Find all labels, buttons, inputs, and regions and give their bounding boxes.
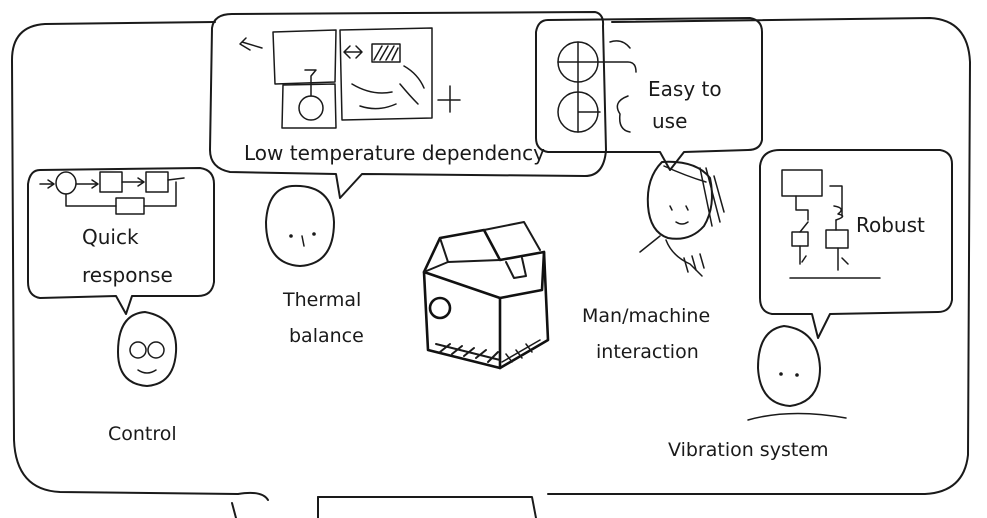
outer-frame xyxy=(11,17,971,518)
vibration-bubble xyxy=(759,149,953,339)
interaction-character xyxy=(639,160,725,277)
thermal-bubble-text: Low temperature dependency xyxy=(244,141,545,165)
control-bubble xyxy=(27,167,215,315)
vibration-character xyxy=(747,325,847,421)
control-label: Control xyxy=(108,423,177,445)
thermal-label-1: Thermal xyxy=(282,289,361,311)
interaction-label-2: interaction xyxy=(596,341,699,363)
control-bubble-text-1: Quick xyxy=(82,225,139,249)
control-character xyxy=(117,311,178,387)
vibration-bubble-text: Robust xyxy=(856,213,925,237)
thermal-character xyxy=(265,184,335,267)
control-bubble-text-2: response xyxy=(82,263,173,287)
interaction-label-1: Man/machine xyxy=(582,305,710,327)
thermal-bubble xyxy=(209,11,607,199)
machine-illustration xyxy=(422,221,550,370)
interaction-bubble-text-1: Easy to xyxy=(648,77,722,101)
interaction-bubble xyxy=(535,17,763,171)
vibration-label: Vibration system xyxy=(668,439,829,461)
interaction-bubble-text-2: use xyxy=(652,109,687,133)
thermal-label-2: balance xyxy=(289,325,364,347)
